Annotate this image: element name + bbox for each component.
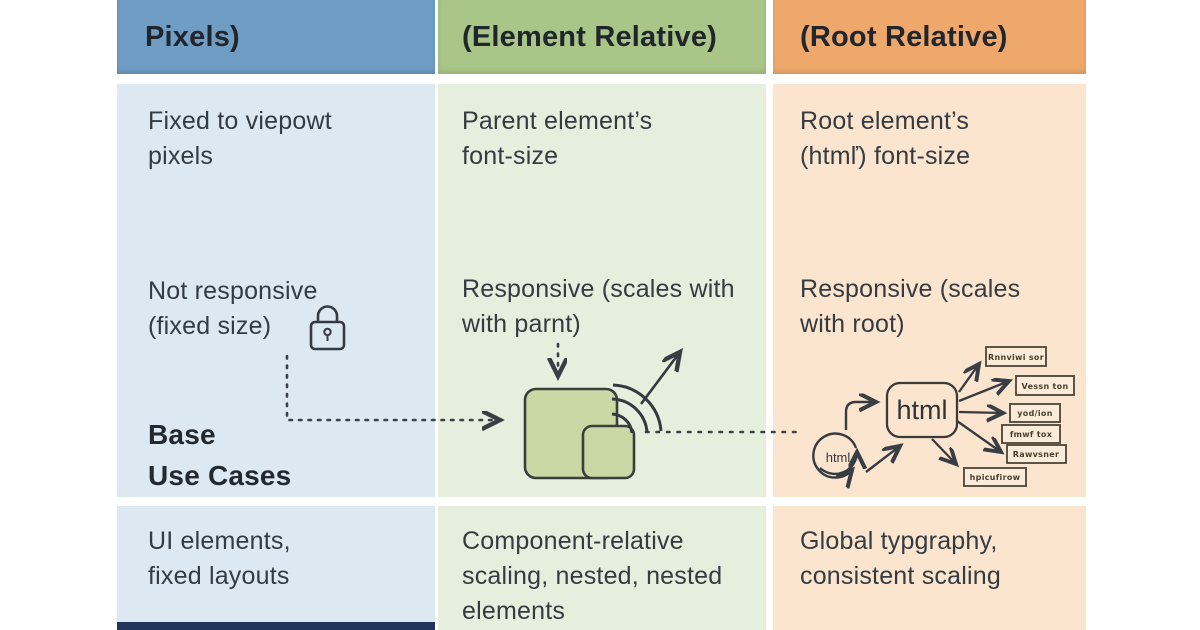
pixels-responsiveness-text: Not responsive (fixed size) (148, 277, 318, 340)
cell-pixels-use-cases (117, 506, 435, 630)
column-header-pixels: Pixels) (117, 0, 435, 74)
element-use-cases-text: Component-relative scaling, nested, nest… (462, 527, 723, 625)
element-responsiveness-text: Responsive (scales with with parnt) (462, 275, 735, 338)
root-use-cases-text: Global typgraphy, consistent scaling (800, 527, 1001, 590)
column-header-element-relative-label: (Element Relative) (462, 20, 718, 53)
cell-pixels-middle (117, 84, 435, 497)
column-header-root-relative-label: (Root Relative) (800, 20, 1008, 53)
column-header-root-relative: (Root Relative) (773, 0, 1086, 74)
root-responsiveness-text: Responsive (scales with root) (800, 275, 1021, 338)
pixels-use-cases-text: UI elements, fixed layouts (148, 527, 291, 590)
column-header-pixels-label: Pixels) (145, 20, 240, 53)
pixels-relative-to-text: Fixed to viepowt pixels (148, 107, 332, 170)
bottom-navy-strip (117, 622, 435, 630)
cell-root-relative-use-cases (773, 506, 1086, 630)
column-header-element-relative: (Element Relative) (438, 0, 766, 74)
cell-element-relative-use-cases (438, 506, 766, 630)
root-relative-to-text: Root element’s (htmľ) font-size (800, 107, 971, 170)
row-label-base-use-cases: Base Use Cases (148, 419, 292, 491)
element-relative-to-text: Parent element’s font-size (462, 107, 653, 170)
